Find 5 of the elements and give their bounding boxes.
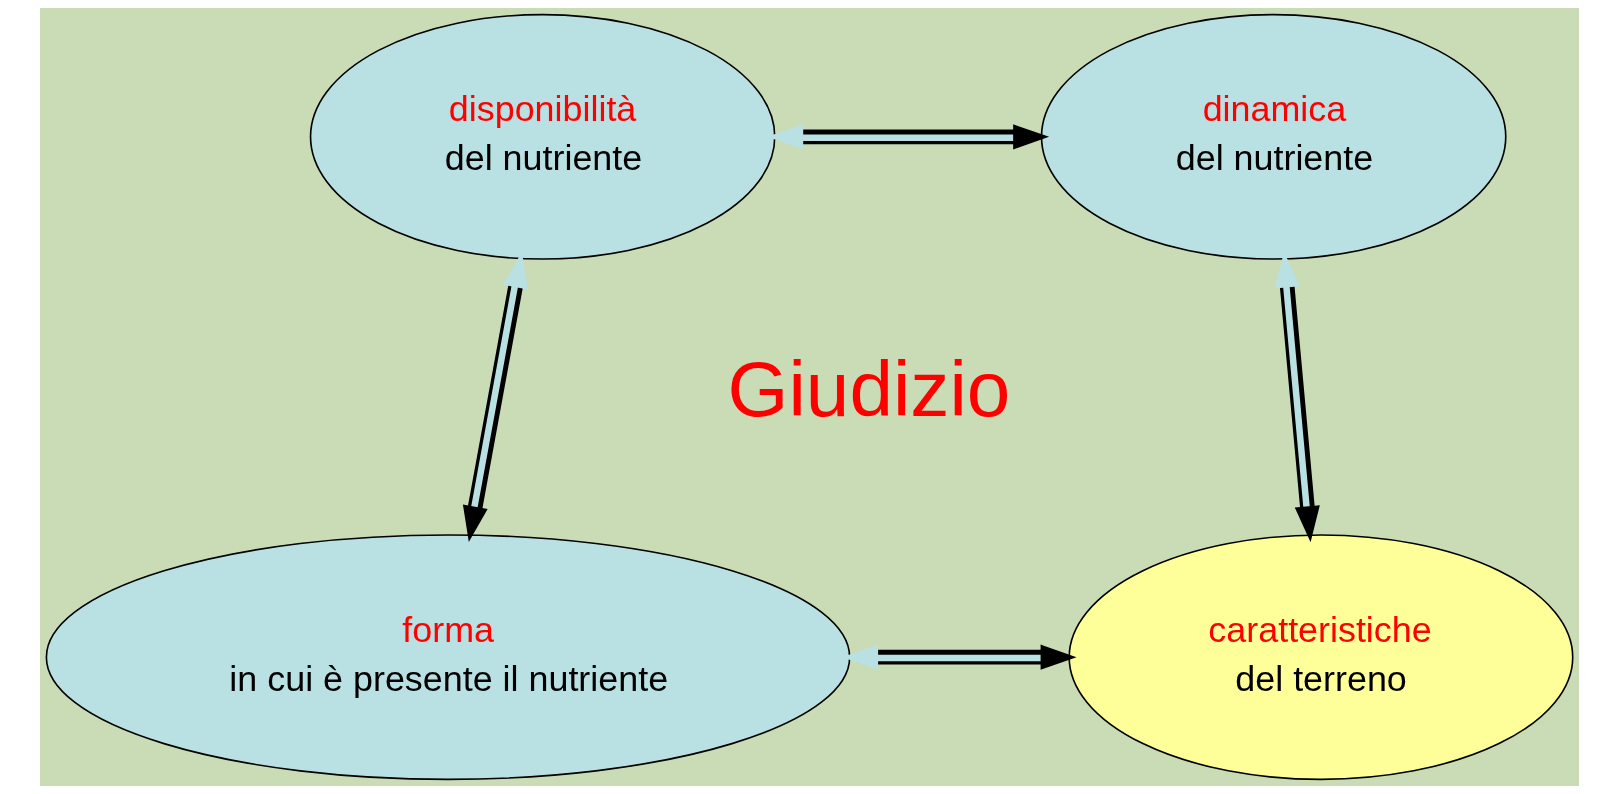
node-ellipse: dinamica del nutriente bbox=[1040, 13, 1507, 260]
node-ellipse: caratteristiche del terreno bbox=[1067, 534, 1574, 781]
label: Giudizio bbox=[727, 345, 1010, 434]
node-ellipse: disponibilità del nutriente bbox=[309, 13, 776, 260]
node-ellipse: forma in cui è presente il nutriente bbox=[45, 534, 850, 781]
